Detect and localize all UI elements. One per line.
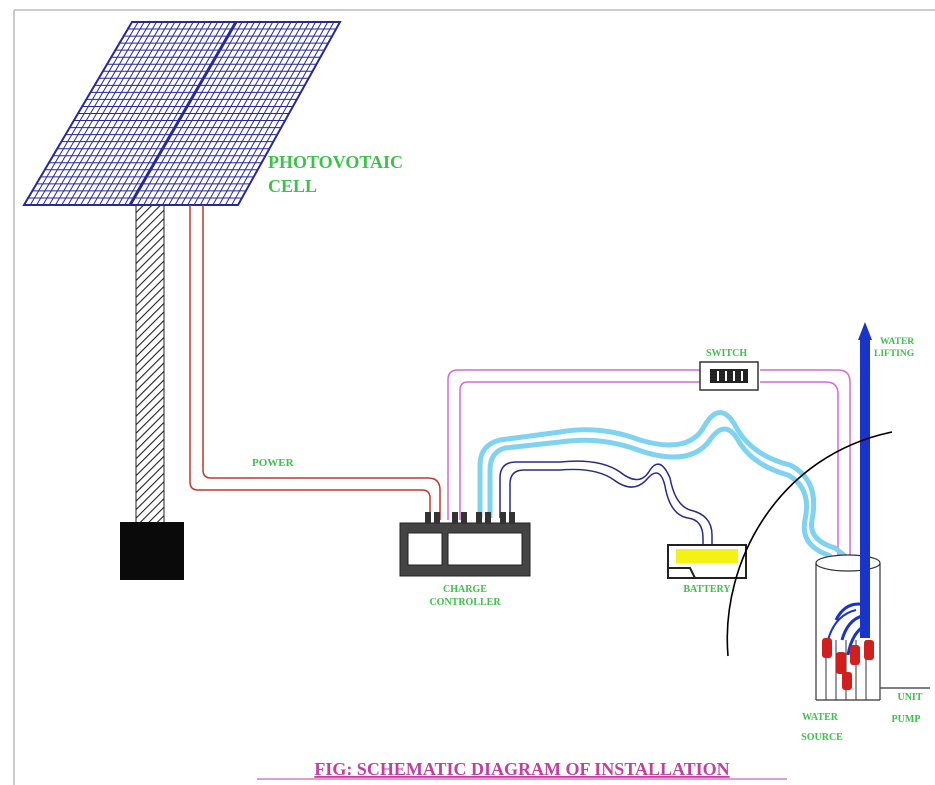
battery-label: BATTERY <box>683 584 731 595</box>
pump-wire <box>477 410 852 568</box>
water-lifting-pipe <box>858 322 872 638</box>
water-lifting-label-line2: LIFTING <box>874 349 915 359</box>
power-label: POWER <box>252 457 295 469</box>
switch-label: SWITCH <box>706 348 747 359</box>
battery-wire <box>499 460 713 548</box>
pole-base <box>120 522 184 580</box>
curved-line <box>726 431 893 657</box>
charge-controller <box>399 512 531 577</box>
water-lifting-label-line1: WATER <box>880 337 914 347</box>
mounting-pole <box>135 189 165 531</box>
power-wire <box>189 205 441 520</box>
pv-label-line1: PHOTOVOTAIC <box>268 152 403 172</box>
water-source-label-line1: WATER <box>802 712 839 723</box>
figure-caption: FIG: SCHEMATIC DIAGRAM OF INSTALLATION <box>314 759 729 779</box>
water-source-label-line2: SOURCE <box>801 732 843 743</box>
charge-controller-label-line2: CONTROLLER <box>429 597 501 608</box>
switch <box>699 361 759 391</box>
pump-label-line2: PUMP <box>892 714 921 725</box>
pump-label-line1: UNIT <box>897 692 922 703</box>
battery <box>667 544 747 579</box>
pv-label-line2: CELL <box>268 176 317 196</box>
solar-panel <box>22 21 342 206</box>
switch-wire <box>447 369 851 560</box>
charge-controller-label-line1: CHARGE <box>443 584 487 595</box>
pump-unit <box>822 602 874 690</box>
